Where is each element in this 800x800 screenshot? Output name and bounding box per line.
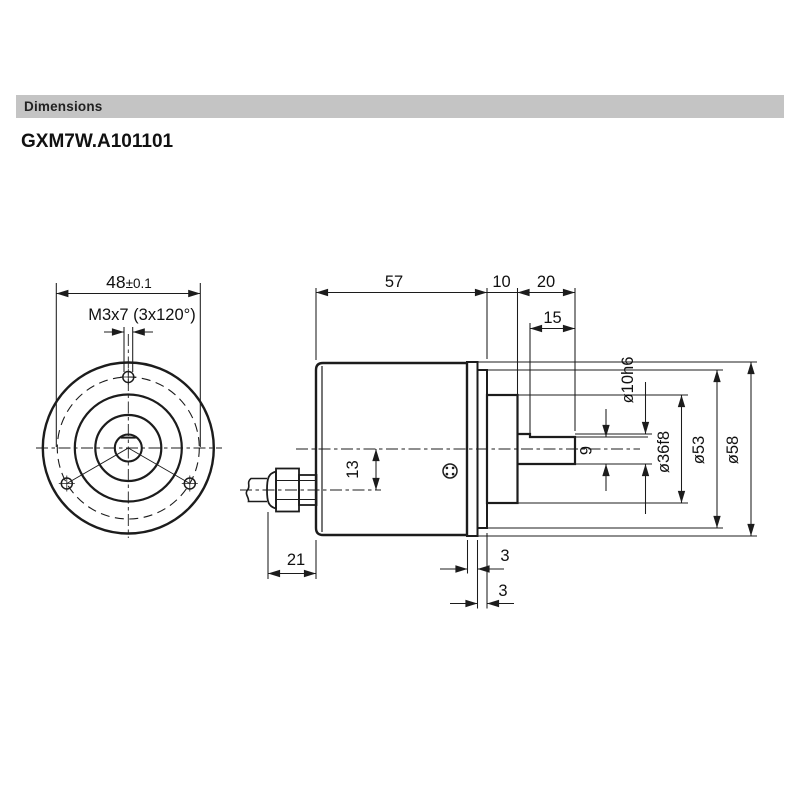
dim-label-housing-diameter: ø58: [724, 436, 742, 464]
side-view: 57 10 20 15: [240, 273, 757, 609]
dim-label-flange-plate2: 3: [498, 582, 507, 600]
shaft-circle: [113, 433, 143, 463]
screw-hole-top: [120, 369, 137, 385]
dim-label-shaft-length: 20: [537, 273, 555, 291]
dim-bottom: 21 3 3: [267, 512, 514, 609]
clamp-ring-circle: [94, 413, 163, 483]
radial-line-right: [128, 447, 191, 484]
dim-label-flange-plate1: 3: [500, 547, 509, 565]
screw-hole-lower-left: [58, 475, 75, 492]
dim-label-spigot-diameter: ø36f8: [655, 431, 673, 473]
dim-label-flange-diameter: ø53: [690, 436, 708, 464]
dim-label-shaft-flat-height: 9: [578, 446, 596, 455]
front-view: 48±0.1 M3x7 (3x120°): [36, 272, 222, 538]
section-header-bar: Dimensions: [16, 95, 784, 118]
cable-gland: [245, 467, 318, 513]
model-number-title: GXM7W.A101101: [21, 131, 174, 152]
radial-line-left: [66, 447, 129, 484]
shaft: [517, 432, 577, 466]
dim-diameters-right: ø10h6 9 ø36f8 ø53 ø58: [477, 357, 757, 537]
spigot-circle: [73, 393, 183, 503]
section-header-label: Dimensions: [24, 99, 103, 114]
dim-label-shaft-flat-length: 15: [543, 309, 561, 327]
housing-outline-circle: [41, 361, 216, 535]
housing-body: [314, 361, 469, 537]
dim-bolt-circle: 48±0.1: [55, 272, 201, 447]
dim-connector-offset: 13: [344, 449, 380, 490]
dim-label-shaft-diameter: ø10h6: [619, 357, 637, 404]
dim-label-mounting-screws: M3x7 (3x120°): [88, 306, 195, 324]
spigot: [485, 393, 519, 505]
cable-stub: [245, 477, 267, 503]
dim-label-bolt-circle: 48±0.1: [106, 272, 152, 292]
dim-label-connector-length: 21: [287, 551, 305, 569]
dim-lengths-top: 57 10 20 15: [315, 273, 576, 435]
dim-label-spigot-length: 10: [492, 273, 510, 291]
dim-mounting-screws: M3x7 (3x120°): [88, 306, 196, 372]
dim-label-housing-length: 57: [385, 273, 403, 291]
screw-hole-lower-right: [181, 475, 198, 492]
dim-label-connector-offset: 13: [344, 460, 362, 478]
set-screw-symbol: [442, 463, 458, 479]
